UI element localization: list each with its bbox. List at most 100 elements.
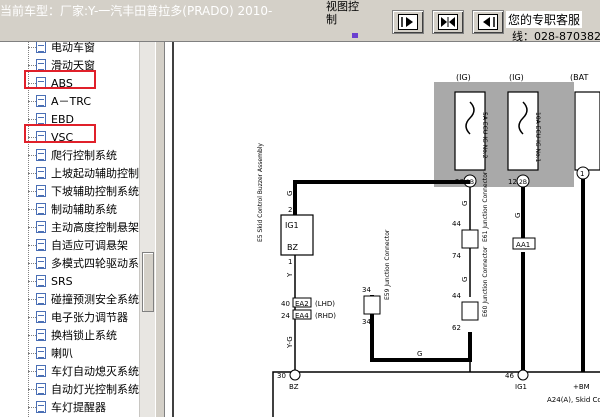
ea4-note: (RHD) (315, 312, 336, 320)
connector-ea4: EA4 (295, 312, 309, 320)
tree-item[interactable]: VSC (28, 128, 155, 146)
document-icon (36, 401, 46, 413)
tree-item[interactable]: 爬行控制系统 (28, 146, 155, 164)
tree-item[interactable]: 碰撞预测安全系统 (28, 290, 155, 308)
view-control-label: 视图控制 (326, 0, 359, 26)
e60-pin-bottom: 62 (452, 324, 461, 332)
tree-item[interactable]: A－TRC (28, 92, 155, 110)
fuse-label-1: (IG) (456, 73, 471, 82)
arrow-right-icon (398, 14, 418, 30)
e60-label: E60 Junction Connector (482, 246, 489, 317)
tree-branch (28, 64, 36, 66)
tree-item-label: 多模式四轮驱动系 (51, 257, 139, 270)
tree-branch (28, 172, 36, 174)
tree-connector-line (28, 42, 29, 417)
e59-pin-bottom: 34 (362, 318, 371, 326)
tree-item-label: A－TRC (51, 95, 92, 108)
tree-branch (28, 244, 36, 246)
tree-item[interactable]: 制动辅助系统 (28, 200, 155, 218)
e59-label: E59 Junction Connector (384, 229, 391, 300)
e61-pin-top: 44 (452, 220, 461, 228)
sidebar-scrollbar[interactable] (139, 42, 155, 417)
tree-item[interactable]: 上坡起动辅助控制 (28, 164, 155, 182)
tree-item[interactable]: 电动车窗 (28, 42, 155, 56)
buzzer-pin-num-2: 2 (288, 206, 292, 214)
customer-service-label[interactable]: 您的专职客服 (506, 11, 583, 28)
document-icon (36, 365, 46, 377)
tree-item[interactable]: 主动高度控制悬架 (28, 218, 155, 236)
ecu-pin-46: 46 (505, 372, 514, 380)
next-page-button[interactable] (392, 10, 424, 34)
tree-branch (28, 334, 36, 336)
tree-item[interactable]: 车灯自动熄灭系统 (28, 362, 155, 380)
pin-2b-b: 2B (519, 179, 527, 186)
tree-item[interactable]: 电子张力调节器 (28, 308, 155, 326)
wiring-diagram[interactable]: (IG) (IG) (BAT 5A ECU-IG No.2 10A ECU-IG… (165, 42, 600, 417)
ecu-pin-bz: BZ (289, 383, 299, 391)
wire-color-g-3: G (514, 213, 522, 218)
tree-branch (28, 226, 36, 228)
ecu-pin-ig1: IG1 (515, 383, 527, 391)
ecu-pin-bm: +BM (573, 383, 590, 391)
fuse-name-1: 5A ECU-IG No.2 (481, 112, 488, 159)
tree-item[interactable]: 自适应可调悬架 (28, 236, 155, 254)
document-icon (36, 149, 46, 161)
document-icon (36, 185, 46, 197)
tree-item[interactable]: EBD (28, 110, 155, 128)
pane-splitter[interactable] (155, 42, 165, 417)
view-indicator-icon (352, 33, 358, 38)
tree-item[interactable]: 下坡辅助控制系统 (28, 182, 155, 200)
tree-item[interactable]: 自动灯光控制系统 (28, 380, 155, 398)
ea2-note: (LHD) (315, 300, 335, 308)
pin-12: 12 (508, 178, 517, 186)
tree-item-label: 碰撞预测安全系统 (51, 293, 139, 306)
tree-item[interactable]: 多模式四轮驱动系 (28, 254, 155, 272)
ea2-pin: 40 (281, 300, 290, 308)
vsc-highlight-box (24, 124, 96, 143)
abs-highlight-box (24, 70, 96, 89)
tree-branch (28, 154, 36, 156)
document-icon (36, 95, 46, 107)
buzzer-pin-num-1: 1 (288, 258, 292, 266)
phone-number: 线：028-870382 (512, 30, 600, 43)
wire-color-g-2: G (461, 201, 469, 206)
tree-item-label: 制动辅助系统 (51, 203, 117, 216)
document-icon (36, 42, 46, 53)
tree-item-label: 电动车窗 (51, 42, 95, 54)
tree-item-label: 喇叭 (51, 347, 73, 360)
arrow-left-icon (478, 14, 498, 30)
tree-branch (28, 136, 36, 138)
fuse-label-3: (BAT (570, 73, 588, 82)
buzzer-pin-bz: BZ (287, 243, 298, 252)
tree-item[interactable]: 喇叭 (28, 344, 155, 362)
tree-item-label: VSC (51, 130, 74, 144)
tree-item[interactable]: 车灯提醒器 (28, 398, 155, 416)
document-icon (36, 275, 46, 287)
tree-item[interactable]: SRS (28, 272, 155, 290)
previous-page-button[interactable] (472, 10, 504, 34)
tree-item[interactable]: 换档锁止系统 (28, 326, 155, 344)
fuse-label-2: (IG) (509, 73, 524, 82)
wire-color-g-1: G (286, 191, 294, 196)
e60-pin-top: 44 (452, 292, 461, 300)
e61-pin-bottom: 74 (452, 252, 461, 260)
tree-item-label: 爬行控制系统 (51, 149, 117, 162)
skid-control-ecu (272, 371, 600, 417)
tree-branch (28, 100, 36, 102)
tree-branch (28, 82, 36, 84)
document-icon (36, 347, 46, 359)
document-icon (36, 167, 46, 179)
tree-branch (28, 118, 36, 120)
fit-view-button[interactable] (432, 10, 464, 34)
pin-1: 1 (580, 170, 584, 178)
vehicle-title: 当前车型：厂家:Y-一汽丰田普拉多(PRADO) 2010- (0, 4, 273, 18)
tree-item-label: ABS (51, 76, 73, 90)
document-icon (36, 383, 46, 395)
scrollbar-thumb[interactable] (142, 252, 154, 312)
wire-color-y: Y (286, 272, 294, 278)
tree-branch (28, 370, 36, 372)
document-icon (36, 203, 46, 215)
tree-branch (28, 316, 36, 318)
tree-item-label: 下坡辅助控制系统 (51, 185, 139, 198)
